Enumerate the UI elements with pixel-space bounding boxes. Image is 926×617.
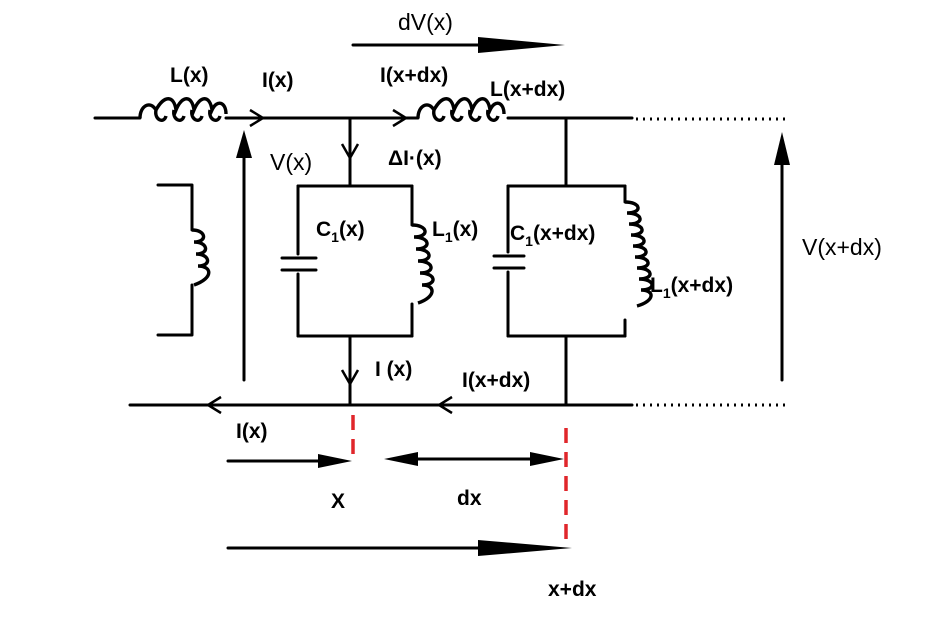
label-l1x-sub: 1: [445, 229, 453, 245]
top-current-arrow-ixdx: [392, 108, 409, 128]
shunt-tank-xdx: [492, 116, 654, 407]
label-c1xdx-sub: 1: [525, 233, 533, 249]
label-vxdx: V(x+dx): [802, 234, 882, 260]
shunt-tank-x: [280, 116, 435, 407]
dv-arrowhead: [478, 37, 565, 53]
label-ixdx-bottom: I(x+dx): [462, 369, 530, 392]
label-l1xdx-main: L: [650, 274, 663, 297]
bottom-rail: [128, 395, 790, 415]
label-l1xdx-rest: (x+dx): [671, 274, 733, 297]
label-c1xdx-rest: (x+dx): [533, 222, 595, 245]
dx-arrowhead-left: [384, 452, 418, 466]
voltage-arrowhead-vxdx: [774, 132, 790, 165]
label-dx: dx: [457, 487, 482, 510]
label-c1xdx: C1(x+dx): [510, 222, 595, 249]
label-ix-top: I(x): [262, 69, 294, 92]
label-ixdx-top: I(x+dx): [380, 64, 448, 87]
label-vx: V(x): [270, 149, 312, 175]
label-x: X: [331, 490, 345, 513]
label-l1x-main: L: [432, 218, 445, 241]
label-c1x-rest: (x): [339, 218, 365, 241]
top-current-arrow-ix: [249, 108, 266, 128]
label-lxdx: L(x+dx): [490, 78, 565, 101]
series-inductor-lx: [138, 97, 228, 122]
xdx-position-arrowhead: [478, 540, 572, 556]
label-c1x-sub: 1: [331, 229, 339, 245]
label-dv: dV(x): [398, 9, 453, 35]
label-lx: L(x): [170, 64, 209, 87]
top-rail: [93, 116, 790, 121]
left-partial-tank: [156, 183, 211, 337]
label-l1x-rest: (x): [453, 218, 479, 241]
label-delta-i: ΔI·(x): [388, 147, 442, 170]
label-ix-bottom: I(x): [236, 420, 268, 443]
label-c1x: C1(x): [316, 218, 365, 245]
label-c1xdx-main: C: [510, 222, 525, 245]
dx-arrowhead-right: [530, 452, 564, 466]
label-c1x-main: C: [316, 218, 331, 241]
label-i-shunt: I (x): [375, 358, 412, 381]
label-l1xdx-sub: 1: [663, 285, 671, 301]
label-l1x: L1(x): [432, 218, 478, 245]
label-xdx: x+dx: [548, 578, 597, 601]
label-l1xdx: L1(x+dx): [650, 274, 733, 301]
series-inductor-lxdx: [416, 97, 506, 122]
voltage-arrowhead-vx: [236, 130, 252, 158]
x-position-arrowhead: [318, 454, 352, 468]
